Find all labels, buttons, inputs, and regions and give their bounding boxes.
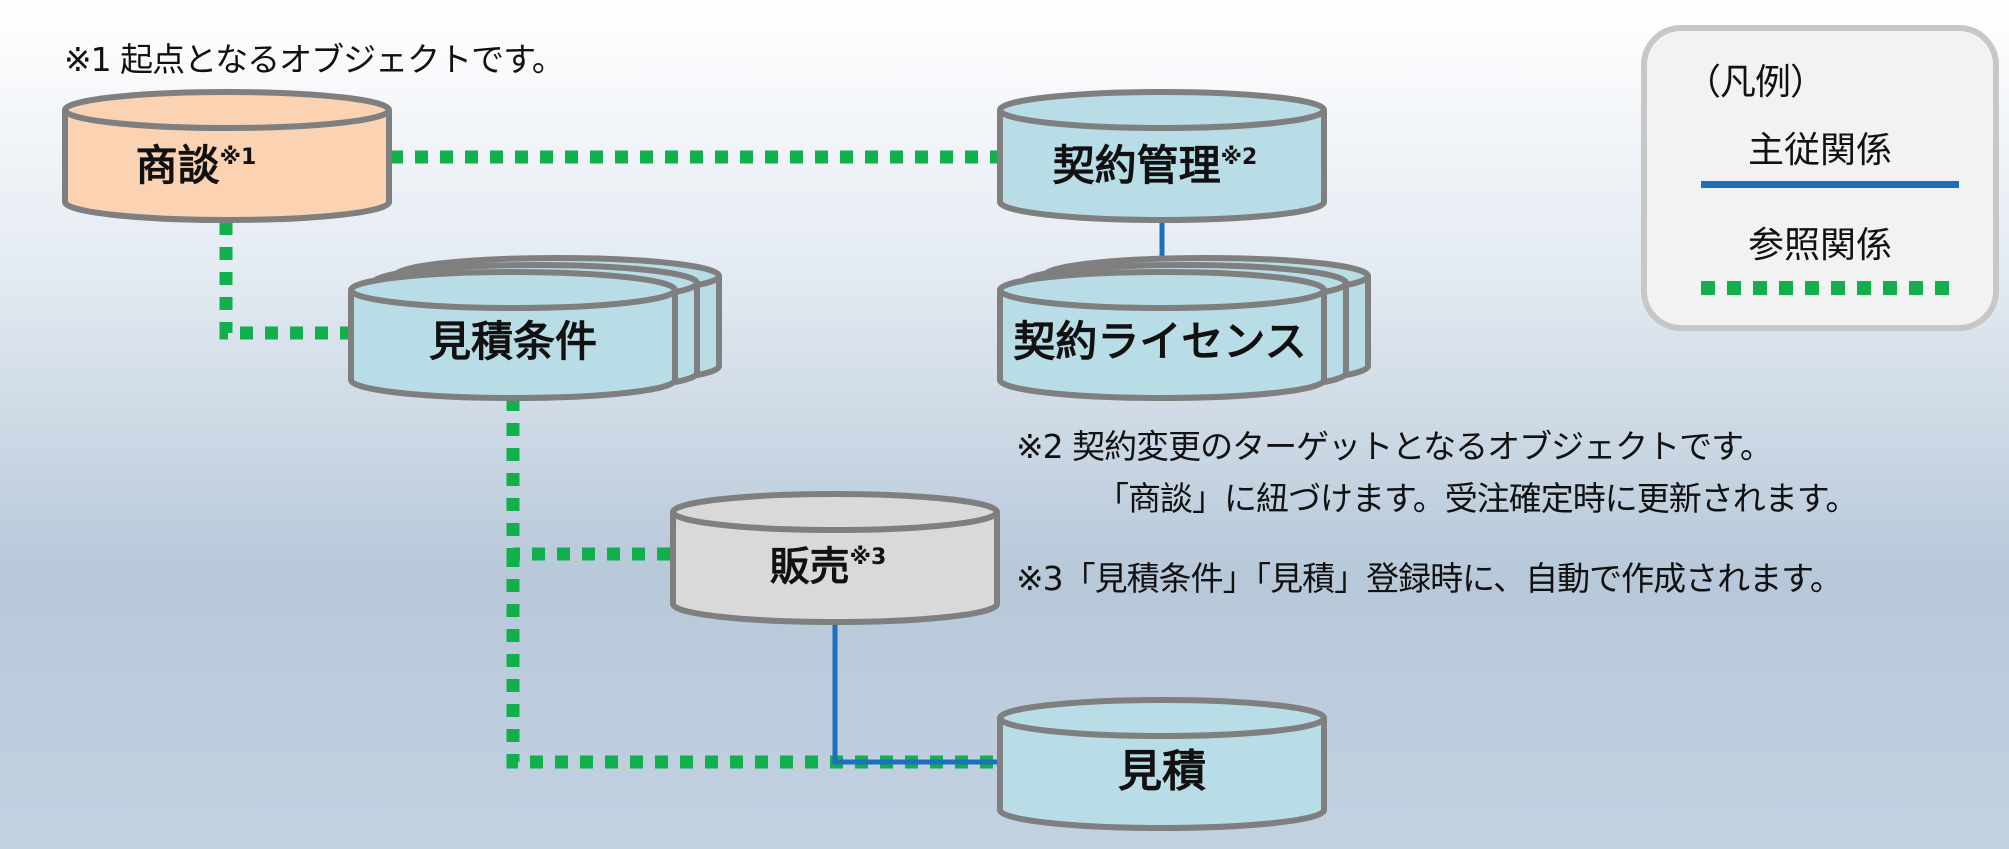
cylinder-body <box>62 110 392 223</box>
legend: （凡例） 主従関係 参照関係 <box>1641 25 1999 331</box>
cylinder-body <box>997 290 1327 401</box>
node-shodan[interactable] <box>62 89 392 223</box>
node-mitsumori-label: 見積 <box>1118 746 1206 797</box>
legend-solid-line <box>1701 181 1959 188</box>
node-keiyaku-kanri[interactable] <box>997 89 1327 223</box>
note-1: ※1 起点となるオブジェクトです。 <box>64 40 565 79</box>
cylinder-cap <box>997 269 1327 311</box>
cylinder-cap <box>997 89 1327 131</box>
legend-title: （凡例） <box>1685 62 1826 103</box>
cylinder-body <box>997 110 1327 223</box>
cylinder-body <box>348 290 678 401</box>
node-mitsumori-joken-label: 見積条件 <box>429 317 597 366</box>
master-detail-relations <box>832 222 1165 765</box>
node-shodan-label: 商談※1 <box>136 141 257 190</box>
note-2-continued: 「商談」に紐づけます。受注確定時に更新されます。 <box>1096 479 1858 518</box>
node-hanbai[interactable] <box>670 491 1000 625</box>
node-keiyaku-kanri-label: 契約管理※2 <box>1053 141 1258 190</box>
relation-mitsumori-joken-hanbai <box>506 398 672 561</box>
legend-dotted-line <box>1701 281 1959 295</box>
node-mitsumori[interactable] <box>997 697 1327 831</box>
cylinder-cap <box>997 697 1327 739</box>
node-keiyaku-license[interactable] <box>997 255 1371 401</box>
node-mitsumori-joken[interactable] <box>348 255 722 401</box>
cylinder-cap <box>670 491 1000 533</box>
cylinder-cap <box>62 89 392 131</box>
relation-shodan-mitsumori-joken <box>219 222 352 340</box>
node-keiyaku-license-label: 契約ライセンス <box>1013 317 1306 366</box>
node-hanbai-label: 販売※3 <box>770 544 887 590</box>
reference-relations <box>219 150 998 769</box>
legend-master-detail-label: 主従関係 <box>1747 130 1892 171</box>
relation-hanbai-mitsumori <box>832 620 998 765</box>
note-3: ※3「見積条件」「見積」登録時に、自動で作成されます。 <box>1016 559 1843 598</box>
legend-reference-label: 参照関係 <box>1747 225 1892 266</box>
cylinder-body <box>997 718 1327 831</box>
cylinder-cap <box>348 269 678 311</box>
cylinder-body <box>670 512 1000 625</box>
note-2: ※2 契約変更のターゲットとなるオブジェクトです。 <box>1016 427 1773 466</box>
